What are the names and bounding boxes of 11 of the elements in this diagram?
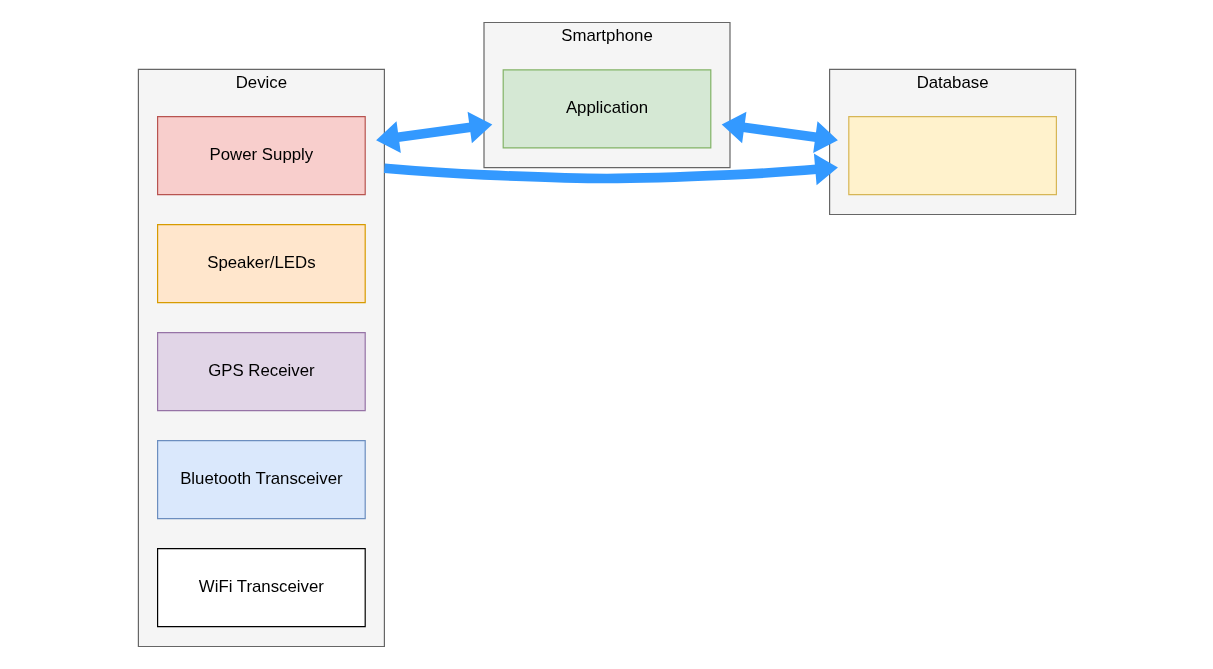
node-box: Power Supply — [156, 116, 366, 196]
node-box: Speaker/LEDs — [156, 224, 366, 304]
arrow — [375, 111, 492, 153]
arrow — [383, 153, 838, 186]
node-box: Bluetooth Transceiver — [156, 440, 366, 520]
node-box: GPS Receiver — [156, 332, 366, 412]
node-box — [847, 116, 1057, 196]
cluster: Database — [828, 68, 1076, 216]
node-box: Application — [502, 69, 711, 149]
node-box: WiFi Transceiver — [156, 548, 366, 628]
arrow — [721, 111, 838, 153]
